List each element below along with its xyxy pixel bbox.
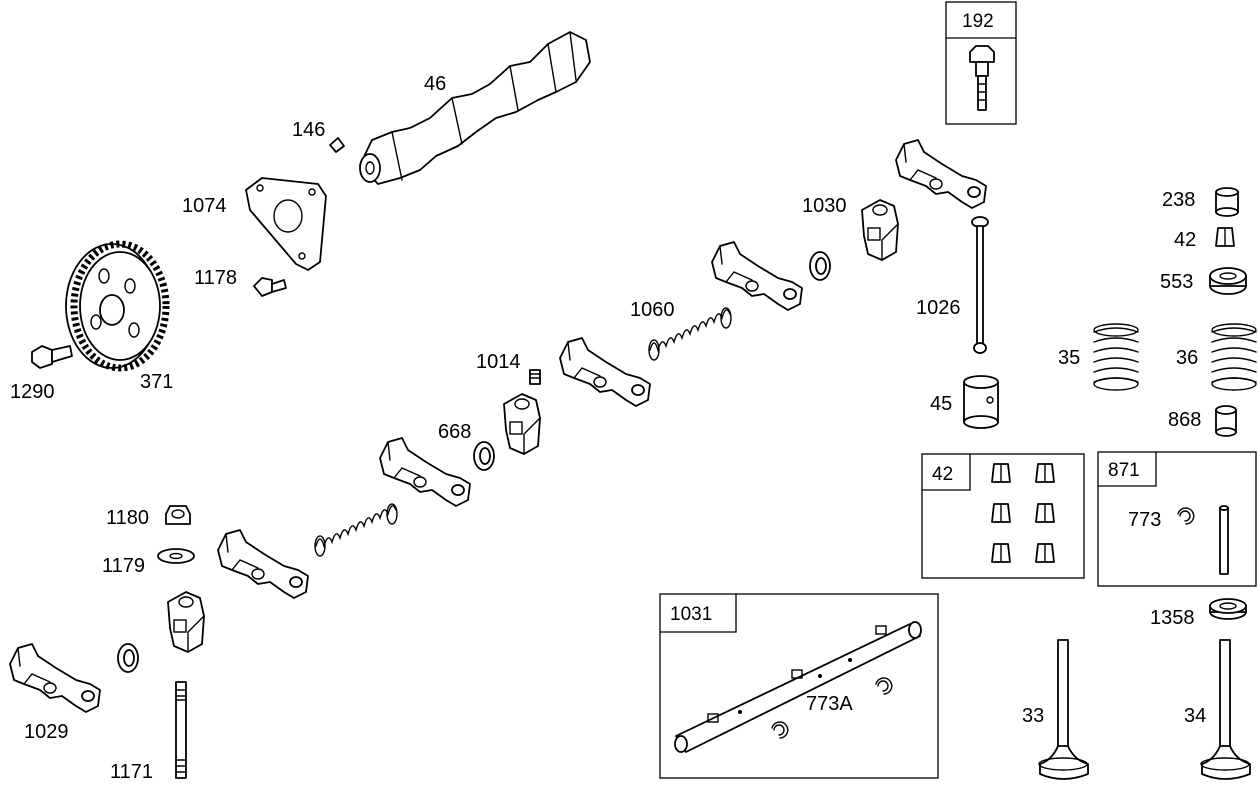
label-45: 45 [930, 393, 952, 415]
label-773: 773 [1128, 509, 1161, 531]
label-33: 33 [1022, 705, 1044, 727]
label-1180: 1180 [106, 507, 149, 529]
label-1029: 1029 [24, 721, 69, 743]
washer-668 [473, 441, 495, 471]
label-868: 868 [1168, 409, 1201, 431]
rocker-spring-lower [314, 503, 398, 557]
valve-33 [1038, 639, 1089, 780]
rocker-arm-lower [379, 437, 471, 507]
bolt-1178 [253, 277, 287, 297]
valve-spring-36 [1211, 323, 1257, 391]
box-42 [921, 453, 1085, 579]
camshaft [359, 31, 591, 185]
tappet-45 [963, 375, 999, 429]
push-rod-1026 [971, 216, 989, 354]
label-35: 35 [1058, 347, 1080, 369]
label-1358: 1358 [1150, 607, 1195, 629]
rocker-bracket-mid [503, 393, 541, 455]
label-668: 668 [438, 421, 471, 443]
stud-1171 [175, 681, 187, 779]
label-146: 146 [292, 119, 325, 141]
rocker-arm-1029 [9, 643, 101, 713]
label-1179: 1179 [102, 555, 145, 577]
label-238: 238 [1162, 189, 1195, 211]
label-773a: 773A [806, 693, 853, 715]
woodruff-key [329, 137, 345, 153]
label-1014: 1014 [476, 351, 521, 373]
label-1060: 1060 [630, 299, 675, 321]
box-label-42: 42 [932, 464, 953, 485]
keeper-42-top [1215, 227, 1235, 247]
nut-1180 [165, 505, 191, 525]
valve-spring-35 [1093, 323, 1139, 391]
label-1171: 1171 [110, 761, 153, 783]
label-371: 371 [140, 371, 173, 393]
box-1031 [659, 593, 939, 779]
label-1290: 1290 [10, 381, 55, 403]
label-1074: 1074 [182, 195, 227, 217]
label-1178: 1178 [194, 267, 237, 289]
rocker-arm-mid [559, 337, 651, 407]
valve-34 [1200, 639, 1251, 780]
label-1026: 1026 [916, 297, 961, 319]
box-label-1031: 1031 [670, 604, 712, 625]
box-192 [945, 1, 1017, 125]
box-871 [1097, 451, 1257, 587]
rocker-spring-upper [648, 307, 732, 361]
cover-plate [245, 177, 327, 271]
box-label-871: 871 [1108, 460, 1140, 481]
washer-upper [809, 251, 831, 281]
washer-1179 [157, 548, 195, 564]
label-42-top: 42 [1174, 229, 1196, 251]
seal-868 [1215, 405, 1237, 437]
label-36: 36 [1176, 347, 1198, 369]
cam-gear [65, 240, 170, 372]
bolt-1290 [31, 345, 73, 369]
set-screw-1014 [529, 369, 541, 385]
label-34: 34 [1184, 705, 1206, 727]
label-553: 553 [1160, 271, 1193, 293]
washer-low [117, 643, 139, 673]
label-1030: 1030 [802, 195, 847, 217]
rocker-arm-top [895, 139, 987, 209]
label-46: 46 [424, 73, 446, 95]
rocker-arm-low [217, 529, 309, 599]
box-label-192: 192 [962, 11, 994, 32]
washer-1358 [1209, 598, 1247, 620]
rocker-bracket-1030 [861, 199, 899, 261]
retainer-553 [1209, 267, 1247, 295]
cap-238 [1215, 187, 1239, 217]
rocker-bracket-low [167, 591, 205, 653]
rocker-arm-upper [711, 241, 803, 311]
